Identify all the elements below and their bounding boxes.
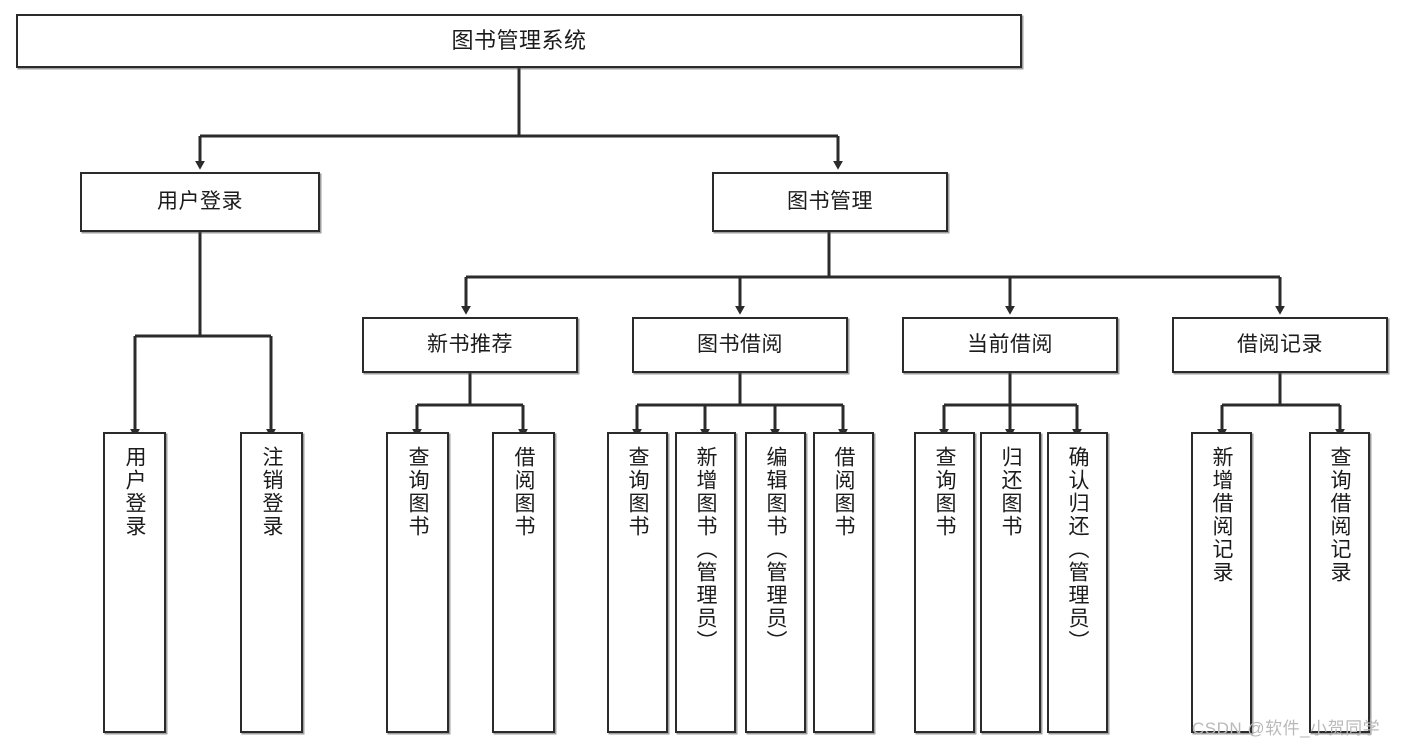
leaf-newbook-query-book-label: 查询图书 xyxy=(406,446,429,538)
node-book-borrow[interactable]: 图书借阅 xyxy=(632,317,848,373)
leaf-user-login[interactable]: 用户登录 xyxy=(103,432,166,733)
node-current-borrow-label: 当前借阅 xyxy=(967,332,1053,356)
node-book-management-label: 图书管理 xyxy=(787,189,873,213)
leaf-current-query-book[interactable]: 查询图书 xyxy=(914,432,975,733)
node-new-book-recommend[interactable]: 新书推荐 xyxy=(362,317,578,373)
node-root-label: 图书管理系统 xyxy=(451,28,587,54)
leaf-borrow-query-book[interactable]: 查询图书 xyxy=(607,432,668,733)
leaf-newbook-borrow-book[interactable]: 借阅图书 xyxy=(492,432,555,733)
leaf-current-return-book[interactable]: 归还图书 xyxy=(980,432,1041,733)
node-user-login-label: 用户登录 xyxy=(157,189,243,213)
watermark: CSDN @软件_小贺同学 xyxy=(1192,719,1381,738)
leaf-current-confirm-return-label: 确认归还（管理员） xyxy=(1066,446,1089,653)
leaf-logout-label: 注销登录 xyxy=(260,446,283,538)
leaf-record-query[interactable]: 查询借阅记录 xyxy=(1309,432,1370,733)
node-borrow-record[interactable]: 借阅记录 xyxy=(1172,317,1388,373)
leaf-user-login-label: 用户登录 xyxy=(123,446,146,538)
leaf-borrow-add-book[interactable]: 新增图书（管理员） xyxy=(675,432,736,733)
leaf-record-query-label: 查询借阅记录 xyxy=(1328,446,1351,584)
node-user-login[interactable]: 用户登录 xyxy=(80,172,320,232)
leaf-current-confirm-return[interactable]: 确认归还（管理员） xyxy=(1047,432,1108,733)
leaf-borrow-borrow-book-label: 借阅图书 xyxy=(832,446,855,538)
node-root[interactable]: 图书管理系统 xyxy=(16,14,1022,68)
leaf-borrow-edit-book-label: 编辑图书（管理员） xyxy=(764,446,787,653)
node-book-borrow-label: 图书借阅 xyxy=(697,332,783,356)
node-new-book-recommend-label: 新书推荐 xyxy=(427,332,513,356)
leaf-current-query-book-label: 查询图书 xyxy=(933,446,956,538)
leaf-record-add-label: 新增借阅记录 xyxy=(1210,446,1233,584)
leaf-newbook-borrow-book-label: 借阅图书 xyxy=(512,446,535,538)
leaf-borrow-add-book-label: 新增图书（管理员） xyxy=(694,446,717,653)
leaf-borrow-borrow-book[interactable]: 借阅图书 xyxy=(813,432,874,733)
leaf-borrow-query-book-label: 查询图书 xyxy=(626,446,649,538)
node-current-borrow[interactable]: 当前借阅 xyxy=(902,317,1118,373)
node-book-management[interactable]: 图书管理 xyxy=(712,172,948,232)
leaf-logout[interactable]: 注销登录 xyxy=(240,432,303,733)
leaf-borrow-edit-book[interactable]: 编辑图书（管理员） xyxy=(745,432,806,733)
leaf-current-return-book-label: 归还图书 xyxy=(999,446,1022,538)
node-borrow-record-label: 借阅记录 xyxy=(1237,332,1323,356)
leaf-record-add[interactable]: 新增借阅记录 xyxy=(1191,432,1252,733)
leaf-newbook-query-book[interactable]: 查询图书 xyxy=(386,432,449,733)
